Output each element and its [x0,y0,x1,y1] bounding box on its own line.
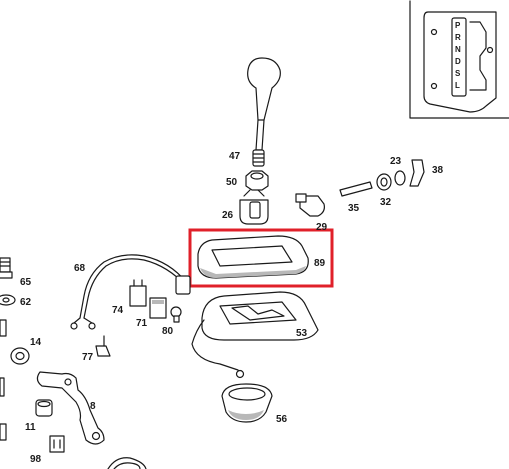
part-32-bushing[interactable] [376,173,392,191]
label-26: 26 [222,210,234,221]
part-98-clip[interactable] [49,435,65,453]
label-98: 98 [30,454,42,465]
part-50-nut[interactable] [245,170,269,191]
part-35-pin[interactable] [339,181,373,197]
label-50: 50 [226,177,238,188]
part-77-connector[interactable] [95,335,111,357]
label-68: 68 [74,263,86,274]
gate-letter-d: D [455,57,461,66]
part-71-housing[interactable] [149,297,167,319]
part-cable-bottom [107,457,147,469]
part-edge-stack [0,319,7,441]
part-53-console-housing[interactable] [191,291,319,379]
gate-letter-s: S [455,69,461,78]
label-77: 77 [82,352,94,363]
gate-letter-l: L [455,81,460,90]
part-23-washer[interactable] [394,170,406,186]
gate-letter-n: N [455,45,461,54]
label-35: 35 [348,203,360,214]
label-56: 56 [276,414,288,425]
part-47-shift-lever[interactable] [247,57,281,167]
part-62-washer[interactable] [0,294,16,306]
label-62: 62 [20,297,32,308]
gate-letter-r: R [455,33,461,42]
label-29: 29 [316,222,328,233]
part-89-trim-frame[interactable] [197,235,309,279]
part-11-bushing[interactable] [35,399,53,417]
label-80: 80 [162,326,174,337]
shift-gate-inset: P R N D S L [409,0,509,119]
label-47: 47 [229,151,241,162]
label-89: 89 [314,258,326,269]
label-38: 38 [432,165,444,176]
label-8: 8 [90,401,96,412]
gate-letter-p: P [455,21,461,30]
label-14: 14 [30,337,42,348]
part-14-bushing[interactable] [10,347,30,365]
part-29-clip[interactable] [295,193,325,217]
part-68-harness[interactable] [70,254,191,330]
part-26-bracket[interactable] [239,189,269,225]
label-11: 11 [25,422,36,433]
label-23: 23 [390,156,402,167]
label-53: 53 [296,328,308,339]
part-38-spring-clip[interactable] [409,159,425,187]
part-65-bolt[interactable] [0,257,13,279]
part-56-boot[interactable] [221,383,273,423]
part-74-switch[interactable] [129,279,147,307]
part-8-selector-lever[interactable] [36,371,105,445]
label-74: 74 [112,305,124,316]
label-32: 32 [380,197,392,208]
highlight-box [188,228,334,288]
label-71: 71 [136,318,148,329]
label-65: 65 [20,277,32,288]
part-80-plug[interactable] [170,306,182,323]
